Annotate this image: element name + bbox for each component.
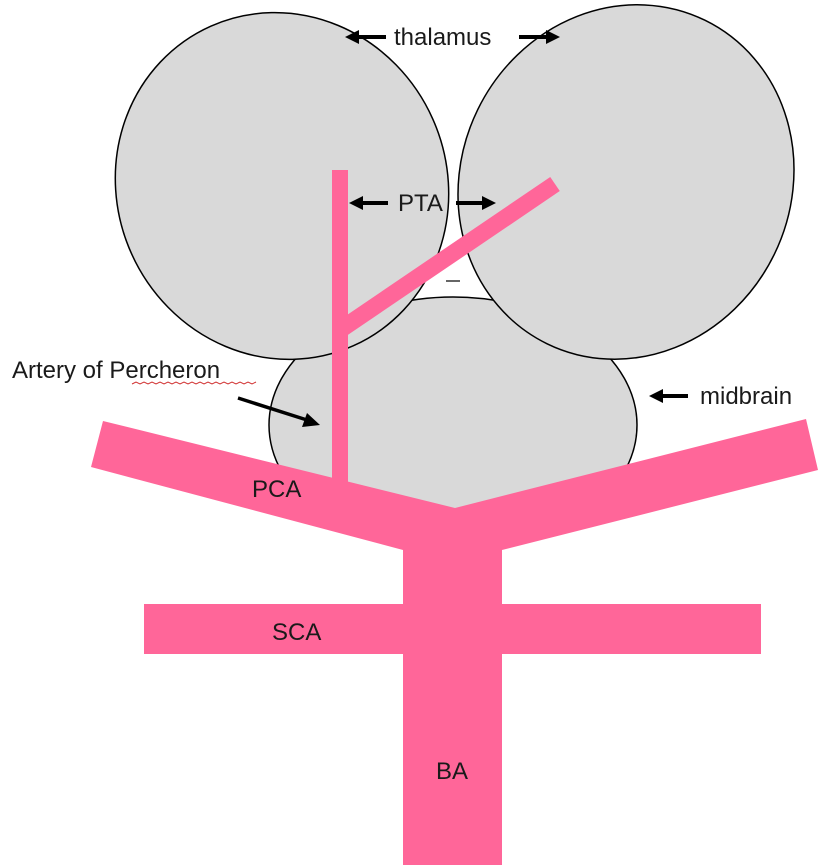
artery-of-percheron-label: Artery of Percheron bbox=[12, 357, 220, 384]
basilar-artery bbox=[403, 510, 502, 865]
midbrain-label: midbrain bbox=[700, 383, 792, 410]
sca-label: SCA bbox=[272, 619, 321, 646]
superior-cerebellar-arteries bbox=[144, 604, 761, 654]
pta-label: PTA bbox=[398, 190, 443, 217]
thalamus-label: thalamus bbox=[394, 24, 491, 51]
midbrain-arrow bbox=[649, 389, 688, 403]
ba-label: BA bbox=[436, 758, 468, 785]
pca-label: PCA bbox=[252, 476, 301, 503]
